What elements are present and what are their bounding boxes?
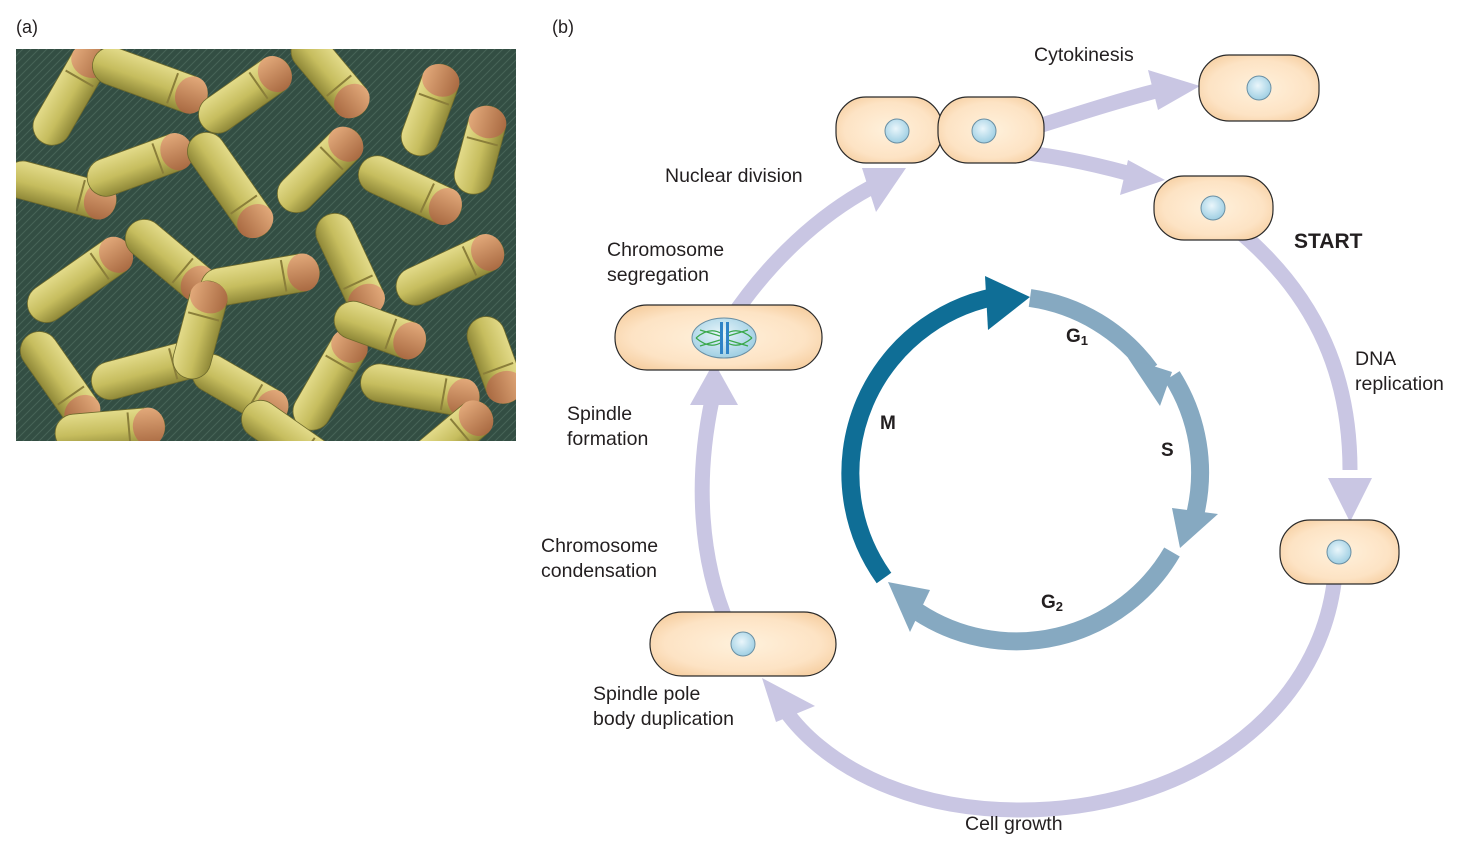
cell-start — [1153, 175, 1274, 241]
yeast-cell — [92, 49, 208, 114]
g1-arc — [1028, 289, 1158, 376]
phase-g1: G1 — [1066, 326, 1089, 348]
arc-start-to-dna — [1235, 226, 1358, 471]
yeast-cell — [241, 399, 339, 441]
yeast-cell — [453, 105, 507, 195]
yeast-cell — [395, 233, 505, 306]
arrowhead-segregation — [862, 168, 906, 212]
yeast-cell — [54, 407, 166, 441]
arc-segregation — [723, 181, 874, 325]
yeast-cell — [333, 300, 427, 360]
arrowhead-cytokinesis — [1148, 70, 1200, 110]
yeast-cell — [27, 236, 134, 323]
chromosomes — [720, 322, 729, 354]
yeast-cell — [187, 132, 274, 239]
arc-cell-growth — [778, 574, 1343, 818]
label-cell-growth: Cell growth — [965, 813, 1063, 835]
yeast-cell — [400, 63, 460, 157]
arrowhead-growth — [762, 678, 815, 722]
yeast-cell — [276, 126, 364, 214]
g2-arc — [913, 547, 1180, 651]
yeast-cell — [357, 155, 463, 225]
arrowhead-condensation — [690, 362, 738, 405]
m-phase-arc — [841, 286, 1007, 584]
phase-g2: G2 — [1041, 592, 1064, 614]
phase-s: S — [1161, 440, 1174, 461]
s-arrowhead — [1172, 508, 1218, 548]
panel-b-label: (b) — [552, 17, 574, 37]
g2-arrowhead — [888, 582, 930, 632]
arrowhead-dna — [1328, 478, 1372, 522]
cell-daughter — [1198, 54, 1320, 122]
label-nuclear-division: Nuclear division — [665, 165, 803, 187]
outer-arrowheads — [690, 70, 1372, 722]
yeast-cell — [198, 55, 292, 134]
label-start: START — [1294, 230, 1363, 253]
m-arrowhead — [985, 276, 1030, 330]
label-cytokinesis: Cytokinesis — [1034, 44, 1134, 66]
yeast-cell — [290, 49, 370, 119]
yeast-micrograph-image — [16, 49, 516, 441]
yeast-cell — [406, 400, 494, 441]
inner-arrowheads — [888, 276, 1218, 632]
arrowhead-start — [1120, 160, 1165, 195]
cell-dividing — [835, 96, 1045, 164]
cell-after-replication — [1279, 519, 1400, 585]
phase-m: M — [880, 413, 896, 434]
g1-arrowhead — [1128, 358, 1172, 406]
arc-condensation — [694, 398, 735, 628]
yeast-cell — [466, 316, 516, 404]
yeast-cell — [172, 280, 228, 380]
cell-mitotic-spindle — [614, 304, 823, 371]
s-arc — [1164, 371, 1210, 518]
panel-a-label: (a) — [16, 17, 38, 37]
inner-cycle — [841, 286, 1210, 651]
cell-spindle-pole — [649, 611, 837, 677]
